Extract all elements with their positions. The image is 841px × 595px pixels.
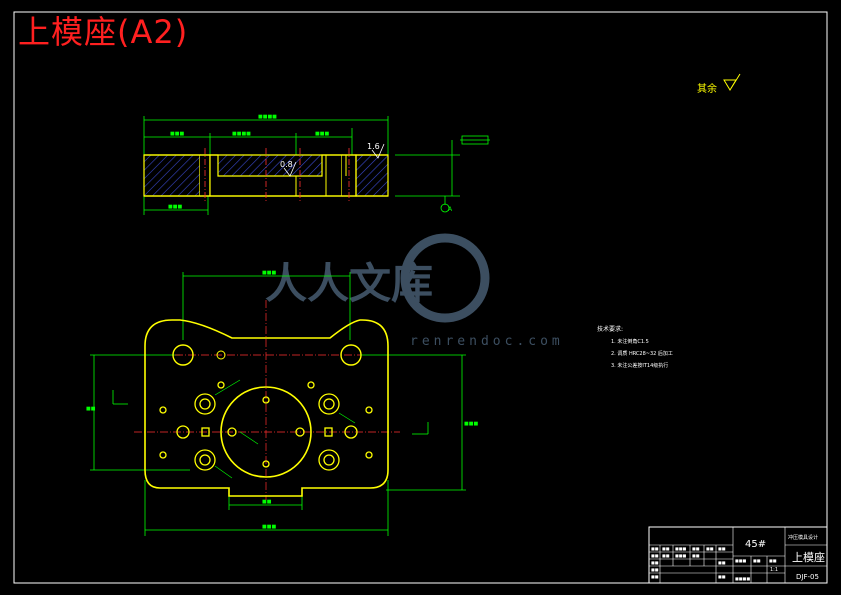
svg-text:■■■: ■■■ (170, 131, 184, 137)
svg-text:3. 未注公差按IT14级执行: 3. 未注公差按IT14级执行 (611, 362, 668, 369)
drawing-number-label: DJF-05 (796, 573, 819, 581)
plan-view: ■■■ ■■ ■■■ ■■ ■■■ (86, 270, 478, 536)
sheet-border (13, 11, 828, 584)
svg-text:■■■■: ■■■■ (735, 576, 750, 581)
drawing-title: 上模座(A2) (18, 13, 189, 51)
svg-text:■■: ■■ (662, 546, 670, 551)
svg-text:■■: ■■ (651, 574, 659, 579)
svg-text:A: A (448, 206, 453, 213)
watermark-url: renrendoc.com (410, 334, 564, 349)
svg-text:2. 调质 HRC28~32 后加工: 2. 调质 HRC28~32 后加工 (611, 350, 673, 357)
svg-text:■■■: ■■■ (675, 553, 687, 558)
company-label: 冲压模具设计 (788, 534, 818, 541)
svg-text:■■: ■■ (753, 558, 761, 563)
svg-text:■■■■: ■■■■ (232, 131, 251, 137)
svg-text:技术要求:: 技术要求: (597, 325, 623, 333)
svg-text:■■■: ■■■ (315, 131, 329, 137)
scale-label: 1:1 (770, 567, 778, 573)
svg-text:■■: ■■ (692, 553, 700, 558)
watermark-text: 人人文库 (265, 259, 433, 308)
svg-text:0.8: 0.8 (280, 160, 293, 169)
svg-text:■■: ■■ (262, 499, 272, 505)
svg-text:■■: ■■ (769, 558, 777, 563)
svg-text:■■: ■■ (706, 546, 714, 551)
technical-notes: 技术要求: 1. 未注倒角C1.5 2. 调质 HRC28~32 后加工 3. … (597, 325, 673, 369)
svg-text:1. 未注倒角C1.5: 1. 未注倒角C1.5 (611, 338, 649, 345)
side-view: A ■■■■ ■■■ ■■■■ ■■■ ■■■ (143, 114, 490, 215)
svg-text:■■: ■■ (692, 546, 700, 551)
title-block: ■■■■■■■■■■■■■ ■■■■■■■■■ ■■■■■■■■■■ ■■■■■… (648, 526, 828, 584)
svg-text:■■■■: ■■■■ (258, 114, 277, 120)
svg-text:■■: ■■ (651, 546, 659, 551)
svg-text:1.6: 1.6 (367, 142, 380, 151)
material-label: 45# (745, 539, 766, 550)
svg-text:■■■: ■■■ (464, 421, 478, 427)
svg-text:■■■: ■■■ (735, 558, 747, 563)
svg-text:■■: ■■ (718, 560, 726, 565)
svg-text:■■■: ■■■ (675, 546, 687, 551)
roughness-symbol-icon (723, 73, 741, 91)
svg-text:■■: ■■ (651, 553, 659, 558)
svg-text:■■: ■■ (662, 553, 670, 558)
svg-text:■■: ■■ (718, 574, 726, 579)
part-name-label: 上模座 (792, 550, 825, 564)
svg-text:■■: ■■ (718, 546, 726, 551)
svg-text:■■■: ■■■ (262, 524, 276, 530)
svg-text:■■: ■■ (651, 567, 659, 572)
roughness-rest-label: 其余 (697, 82, 717, 95)
watermark: 人人文库 renrendoc.com (265, 233, 564, 349)
svg-text:■■■: ■■■ (262, 270, 276, 276)
svg-text:■■■: ■■■ (168, 204, 182, 210)
svg-text:■■: ■■ (86, 406, 96, 412)
svg-text:■■: ■■ (651, 560, 659, 565)
